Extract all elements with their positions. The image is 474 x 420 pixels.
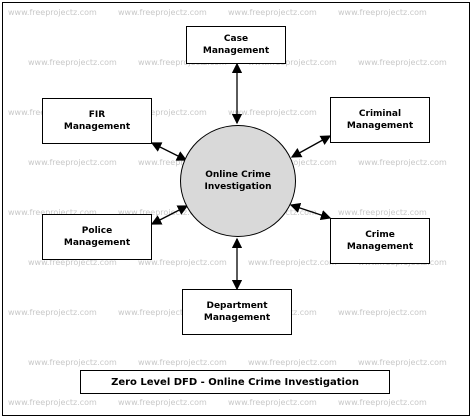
watermark-text: www.freeprojectz.com [28, 158, 117, 167]
watermark-text: www.freeprojectz.com [118, 8, 207, 17]
watermark-text: www.freeprojectz.com [138, 58, 227, 67]
watermark-text: www.freeprojectz.com [28, 58, 117, 67]
watermark-text: www.freeprojectz.com [248, 58, 337, 67]
watermark-text: www.freeprojectz.com [28, 358, 117, 367]
watermark-text: www.freeprojectz.com [8, 308, 97, 317]
watermark-text: www.freeprojectz.com [8, 8, 97, 17]
entity-label: Police Management [63, 226, 131, 248]
entity-fir-management: FIR Management [42, 98, 152, 144]
flow-crime [289, 202, 332, 221]
entity-label: Criminal Management [346, 109, 414, 131]
entity-department-management: Department Management [182, 289, 292, 335]
entity-crime-management: Crime Management [330, 218, 430, 264]
entity-label: Case Management [202, 34, 270, 56]
watermark-text: www.freeprojectz.com [138, 358, 227, 367]
watermark-text: www.freeprojectz.com [118, 308, 207, 317]
process-online-crime-investigation: Online Crime Investigation [180, 125, 296, 237]
watermark-text: www.freeprojectz.com [118, 398, 207, 407]
entity-police-management: Police Management [42, 214, 152, 260]
entity-criminal-management: Criminal Management [330, 97, 430, 143]
watermark-text: www.freeprojectz.com [8, 398, 97, 407]
entity-label: FIR Management [63, 110, 131, 132]
watermark-text: www.freeprojectz.com [228, 108, 317, 117]
watermark-text: www.freeprojectz.com [228, 398, 317, 407]
entity-label: Department Management [203, 301, 271, 323]
watermark-text: www.freeprojectz.com [248, 258, 337, 267]
watermark-text: www.freeprojectz.com [138, 258, 227, 267]
watermark-text: www.freeprojectz.com [228, 8, 317, 17]
flow-police [150, 205, 189, 225]
watermark-text: www.freeprojectz.com [358, 158, 447, 167]
diagram-caption: Zero Level DFD - Online Crime Investigat… [80, 370, 390, 394]
watermark-text: www.freeprojectz.com [118, 108, 207, 117]
watermark-text: www.freeprojectz.com [338, 308, 427, 317]
watermark-text: www.freeprojectz.com [338, 8, 427, 17]
entity-case-management: Case Management [186, 26, 286, 64]
watermark-text: www.freeprojectz.com [8, 208, 97, 217]
diagram-frame [2, 2, 470, 416]
watermark-text: www.freeprojectz.com [358, 58, 447, 67]
watermark-text: www.freeprojectz.com [338, 398, 427, 407]
watermark-text: www.freeprojectz.com [358, 358, 447, 367]
watermark-text: www.freeprojectz.com [248, 358, 337, 367]
watermark-text: www.freeprojectz.com [338, 208, 427, 217]
flow-criminal [290, 135, 332, 158]
entity-label: Crime Management [346, 230, 414, 252]
process-label: Online Crime Investigation [204, 170, 272, 192]
flow-fir [150, 142, 188, 161]
watermark-text: www.freeprojectz.com [28, 258, 117, 267]
